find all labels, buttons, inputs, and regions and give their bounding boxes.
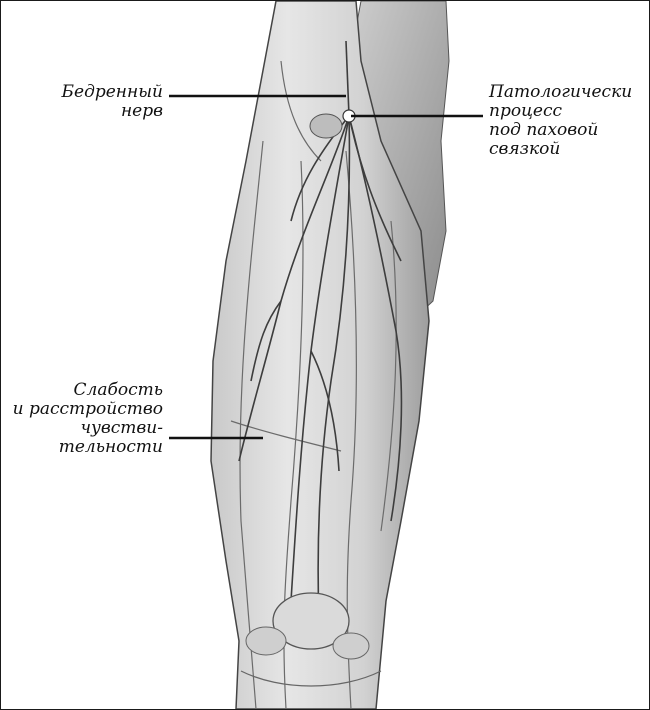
femoral-nerve-label: Бедренный нерв bbox=[57, 83, 163, 121]
pathologic-process-label: Патологически процесс под паховой связко… bbox=[489, 83, 639, 159]
weakness-label: Слабость и расстройство чувстви- тельнос… bbox=[7, 381, 163, 457]
